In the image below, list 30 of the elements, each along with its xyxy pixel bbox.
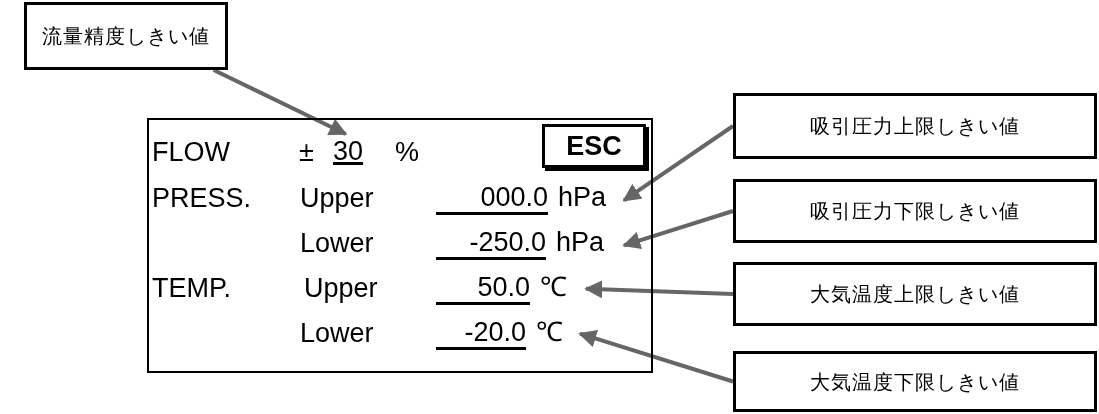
screen-text: Lower xyxy=(300,227,374,259)
display-screen xyxy=(147,118,653,373)
callout-box: 流量精度しきい値 xyxy=(24,2,228,70)
screen-text: FLOW xyxy=(152,136,230,168)
setting-value: -250.0 xyxy=(436,227,546,260)
screen-text: TEMP. xyxy=(152,272,232,304)
setting-value: -20.0 xyxy=(436,317,526,350)
leader-arrow xyxy=(622,209,734,250)
callout-box: 大気温度下限しきい値 xyxy=(733,351,1097,412)
leader-arrow xyxy=(212,68,348,136)
screen-text: Upper xyxy=(304,272,378,304)
leader-arrow xyxy=(622,124,735,203)
leader-arrow xyxy=(584,280,734,299)
callout-box: 吸引圧力上限しきい値 xyxy=(733,93,1097,159)
setting-value: 30 xyxy=(333,136,375,168)
esc-button: ESC xyxy=(542,124,646,168)
callout-box: 大気温度上限しきい値 xyxy=(733,262,1097,326)
setting-value: 50.0 xyxy=(436,272,530,305)
screen-text: PRESS. xyxy=(152,182,252,214)
setting-value: 000.0 xyxy=(436,182,548,215)
callout-box: 吸引圧力下限しきい値 xyxy=(733,179,1097,243)
unit-text: ℃ xyxy=(540,272,567,302)
screen-text: % xyxy=(395,136,419,168)
leader-arrow xyxy=(578,329,734,384)
unit-text: ℃ xyxy=(536,317,563,347)
screen-text: Upper xyxy=(300,182,374,214)
unit-text: hPa xyxy=(558,182,607,212)
unit-text: hPa xyxy=(556,227,605,257)
screen-text: ± xyxy=(299,136,314,168)
screen-text: Lower xyxy=(300,317,374,349)
